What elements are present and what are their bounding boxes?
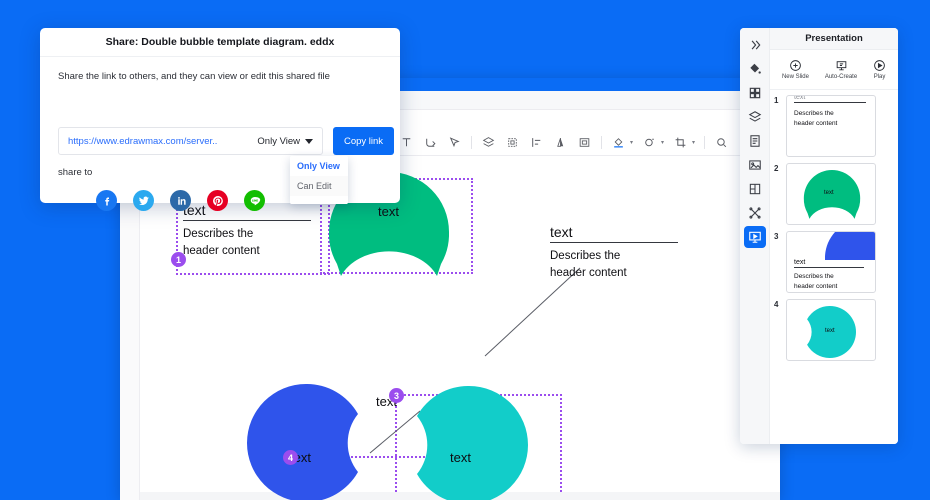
slide-item-2[interactable]: 2 text — [774, 163, 892, 225]
connector-icon[interactable] — [744, 202, 766, 224]
permission-dropdown-menu[interactable]: Only View Can Edit — [290, 156, 348, 204]
layers-icon[interactable] — [481, 135, 496, 150]
line-color-icon[interactable] — [642, 135, 657, 150]
facebook-icon[interactable] — [96, 190, 117, 211]
slide-thumb-label: text — [825, 328, 835, 334]
slide-item-1[interactable]: 1 text Describes the header content — [774, 95, 892, 157]
slide-number: 1 — [774, 96, 779, 105]
slide-item-4[interactable]: 4 text — [774, 299, 892, 361]
share-dialog: Share: Double bubble template diagram. e… — [40, 28, 400, 211]
play-label: Play — [873, 74, 886, 80]
slide-thumb-label: text — [824, 190, 834, 196]
presentation-title: Presentation — [770, 28, 898, 50]
frame-icon[interactable] — [577, 135, 592, 150]
share-link-url: https://www.edrawmax.com/server.. — [68, 135, 218, 147]
text-block-1[interactable]: text Describes the header content — [183, 202, 311, 259]
permission-option-can-edit[interactable]: Can Edit — [297, 181, 332, 191]
plus-circle-icon — [790, 60, 801, 71]
share-link-row: https://www.edrawmax.com/server.. Only V… — [58, 127, 394, 155]
align-icon[interactable] — [529, 135, 544, 150]
chevron-down-icon[interactable]: ▾ — [692, 140, 696, 146]
image-icon[interactable] — [744, 154, 766, 176]
app-left-strip — [120, 156, 140, 500]
chevron-down-icon[interactable]: ▾ — [661, 140, 665, 146]
slide-thumbnail[interactable]: text — [786, 163, 876, 225]
slide2-green-shape — [803, 170, 861, 219]
badge-1[interactable]: 1 — [171, 252, 186, 267]
map-icon[interactable] — [744, 178, 766, 200]
social-share-row[interactable] — [96, 190, 265, 211]
slide-number: 3 — [774, 232, 779, 241]
panel-icon-rail[interactable] — [740, 28, 770, 444]
slide3-blue-shape — [825, 232, 875, 260]
teal-bubble-label: text — [450, 450, 471, 465]
auto-create-button[interactable]: Auto-Create — [825, 59, 857, 80]
linkedin-icon[interactable] — [170, 190, 191, 211]
expand-right-icon[interactable] — [744, 34, 766, 56]
badge-4[interactable]: 4 — [283, 450, 298, 465]
presentation-icon[interactable] — [743, 226, 766, 248]
play-circle-icon — [874, 60, 885, 71]
group-icon[interactable] — [505, 135, 520, 150]
grid-icon[interactable] — [744, 82, 766, 104]
badge-3[interactable]: 3 — [389, 388, 404, 403]
auto-create-label: Auto-Create — [824, 74, 858, 80]
text-block-1-body: Describes the header content — [183, 228, 260, 257]
right-callout-header: text — [550, 224, 678, 243]
cursor-icon[interactable] — [447, 135, 462, 150]
toolbar-divider — [471, 136, 472, 149]
share-dialog-title: Share: Double bubble template diagram. e… — [40, 28, 400, 57]
crop-icon[interactable] — [673, 135, 688, 150]
slide-thumb-body: Describes the header content — [794, 273, 838, 290]
twitter-icon[interactable] — [133, 190, 154, 211]
chevron-down-icon — [305, 138, 313, 144]
toolbar-divider — [704, 136, 706, 149]
toolbar-divider — [601, 136, 602, 149]
auto-create-icon — [836, 61, 846, 71]
new-slide-button[interactable]: New Slide — [782, 59, 809, 80]
slide-item-3[interactable]: 3 text Describes the header content — [774, 231, 892, 293]
presentation-actions[interactable]: New Slide Auto-Create Play — [770, 50, 898, 90]
zoom-icon[interactable] — [714, 135, 729, 150]
slide-thumbnail[interactable]: text Describes the header content — [786, 95, 876, 157]
text-icon[interactable] — [399, 135, 414, 150]
permission-selected-label: Only View — [257, 135, 300, 147]
presentation-body: Presentation New Slide Auto-Create Play … — [770, 28, 898, 444]
presentation-panel: Presentation New Slide Auto-Create Play … — [740, 28, 898, 444]
pinterest-icon[interactable] — [207, 190, 228, 211]
slide-list[interactable]: 1 text Describes the header content 2 te… — [770, 91, 898, 444]
line-icon[interactable] — [244, 190, 265, 211]
share-link-field[interactable]: https://www.edrawmax.com/server.. Only V… — [58, 127, 323, 155]
slide-thumb-header: text — [794, 96, 866, 103]
green-bubble-label: text — [378, 204, 399, 219]
slide-number: 4 — [774, 300, 779, 309]
slide-number: 2 — [774, 164, 779, 173]
fill-bucket-icon[interactable] — [744, 58, 766, 80]
elbow-connector-icon[interactable] — [423, 135, 438, 150]
share-dialog-subtitle: Share the link to others, and they can v… — [58, 71, 330, 82]
flip-icon[interactable] — [553, 135, 568, 150]
slide-thumb-body: Describes the header content — [794, 110, 838, 127]
chevron-down-icon[interactable]: ▾ — [630, 140, 634, 146]
layers-icon[interactable] — [744, 106, 766, 128]
play-button[interactable]: Play — [873, 59, 886, 80]
permission-option-only-view[interactable]: Only View — [290, 156, 348, 176]
permission-menu-tail — [290, 196, 348, 204]
new-slide-label: New Slide — [781, 74, 809, 80]
document-icon[interactable] — [744, 130, 766, 152]
permission-dropdown[interactable]: Only View — [257, 136, 313, 147]
slide4-teal-shape — [807, 306, 856, 358]
right-callout[interactable]: text Describes the header content — [550, 224, 678, 281]
slide-thumbnail[interactable]: text Describes the header content — [786, 231, 876, 293]
slide-thumbnail[interactable]: text — [786, 299, 876, 361]
diagram-canvas[interactable]: 2 text 1 text Describes the header conte… — [140, 156, 780, 500]
slide-thumb-header: text — [794, 259, 864, 268]
teal-bubble-shape[interactable] — [408, 386, 530, 500]
copy-link-button[interactable]: Copy link — [333, 127, 394, 155]
blue-bubble-shape[interactable] — [245, 384, 367, 500]
right-callout-body: Describes the header content — [550, 250, 627, 279]
fill-color-icon[interactable] — [611, 135, 626, 150]
share-to-label: share to — [58, 167, 93, 178]
